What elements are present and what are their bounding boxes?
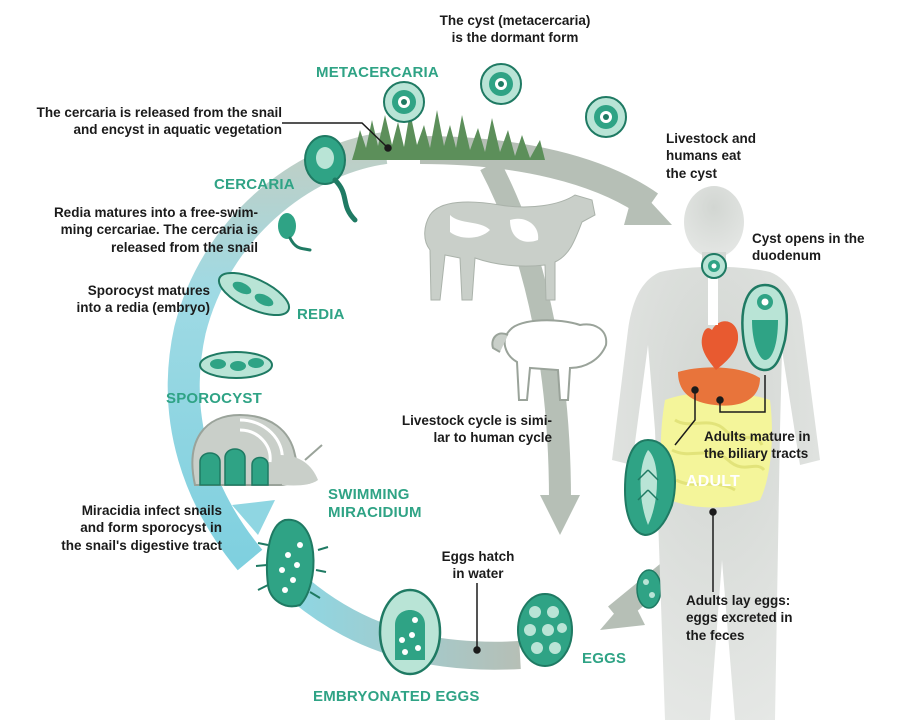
stage-label-swimming-miracidium: SWIMMING MIRACIDIUM bbox=[328, 486, 422, 521]
leader-lines bbox=[282, 122, 766, 654]
stage-label-sporocyst: SPOROCYST bbox=[166, 390, 262, 407]
livestock-arrowhead bbox=[540, 495, 580, 535]
cercaria-icon bbox=[278, 135, 358, 252]
stage-label-eggs: EGGS bbox=[582, 650, 627, 667]
annotation-miracidia-infect: Miracidia infect snails and form sporocy… bbox=[61, 503, 222, 553]
fluke-icon bbox=[623, 438, 676, 537]
stage-label-metacercaria: METACERCARIA bbox=[316, 64, 439, 81]
embryonated-egg-icon bbox=[378, 588, 442, 676]
annotation-livestock-humans-eat: Livestock and humans eat the cyst bbox=[666, 131, 757, 181]
annotation-cercaria-released: The cercaria is released from the snail … bbox=[36, 105, 282, 138]
ring-arrowhead-left bbox=[232, 500, 275, 535]
redia-icon bbox=[217, 271, 291, 317]
grass-icon bbox=[352, 110, 545, 160]
stage-label-adult: ADULT bbox=[686, 473, 741, 490]
stage-label-redia: REDIA bbox=[297, 306, 345, 323]
annotation-adults-mature: Adults mature in the biliary tracts bbox=[704, 429, 811, 462]
cow-icon bbox=[424, 194, 596, 301]
ring-arrowhead-human bbox=[624, 185, 672, 225]
stage-label-embryonated-eggs: EMBRYONATED EGGS bbox=[313, 688, 480, 705]
duodenum-cyst-icon bbox=[741, 283, 789, 372]
annotation-cyst-dormant: The cyst (metacercaria) is the dormant f… bbox=[439, 13, 591, 46]
feces-arrowhead bbox=[600, 595, 645, 630]
annotation-sporocyst-matures: Sporocyst matures into a redia (embryo) bbox=[76, 283, 210, 316]
annotation-redia-matures: Redia matures into a free-swim- ming cer… bbox=[53, 205, 258, 255]
stage-label-cercaria: CERCARIA bbox=[214, 176, 295, 193]
metacercaria-cysts bbox=[383, 63, 627, 138]
snail-icon bbox=[191, 413, 323, 486]
sheep-icon bbox=[491, 319, 608, 401]
annotation-adults-lay-eggs: Adults lay eggs: eggs excreted in the fe… bbox=[686, 593, 793, 643]
annotation-eggs-hatch: Eggs hatch in water bbox=[441, 549, 515, 582]
miracidium-icon bbox=[255, 518, 329, 608]
sporocyst-icon bbox=[199, 351, 273, 379]
annotation-cyst-opens: Cyst opens in the duodenum bbox=[752, 231, 865, 264]
human-body-icon bbox=[612, 186, 820, 720]
annotation-livestock-cycle: Livestock cycle is simi- lar to human cy… bbox=[401, 413, 552, 446]
